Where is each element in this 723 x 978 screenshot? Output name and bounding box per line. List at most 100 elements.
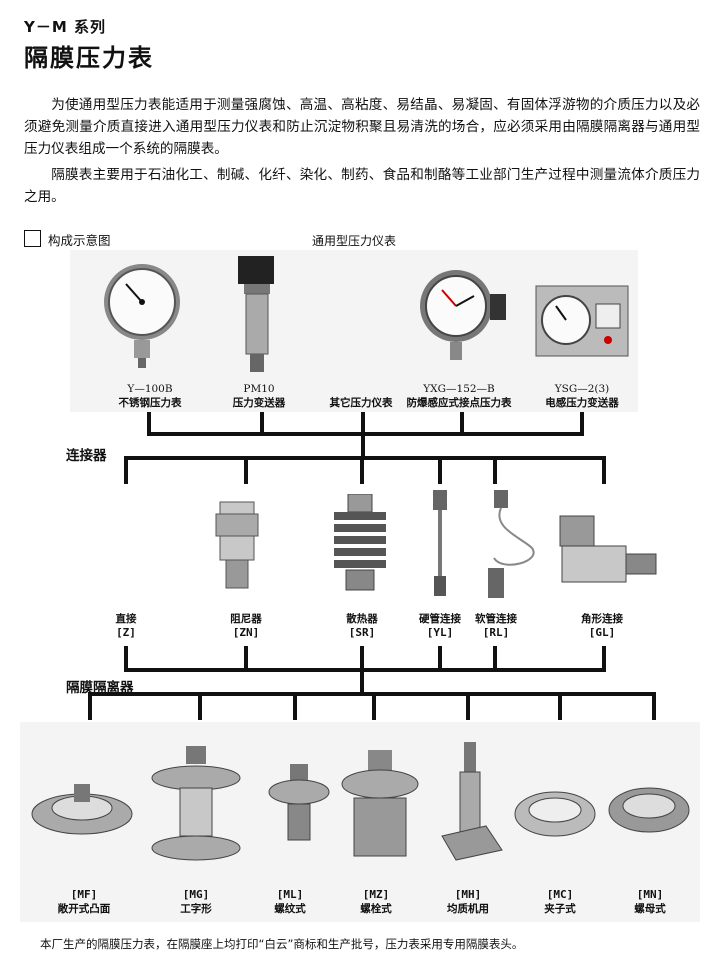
connector-line	[580, 412, 584, 434]
connector-line	[260, 412, 264, 434]
isolator-caption-5: [MH] 均质机用	[447, 888, 489, 916]
homogenizer-isolator-icon	[441, 742, 503, 861]
isolator-code-2: [MG]	[182, 888, 210, 901]
gauge-name-5: 电感压力变送器	[545, 397, 619, 409]
isolator-caption-2: [MG] 工字形	[180, 888, 212, 916]
gauge-model-2: PM10	[243, 383, 275, 395]
connector-line	[602, 646, 606, 670]
inductive-transmitter-icon	[535, 285, 629, 357]
connector-line	[466, 692, 470, 720]
damper-icon	[215, 501, 259, 589]
connector-line	[372, 692, 376, 720]
connector-line	[147, 412, 151, 434]
isolator-caption-4: [MZ]螺栓式	[360, 888, 392, 916]
connector-code-6: [GL]	[588, 626, 616, 639]
isolator-name-3: 螺纹式	[274, 903, 306, 915]
connector-line	[88, 692, 92, 720]
open-flange-isolator-icon	[31, 784, 133, 835]
isolator-name-2: 工字形	[180, 903, 212, 915]
gauges-bus-line	[147, 432, 584, 436]
clamp-isolator-icon	[514, 791, 596, 837]
connector-code-5: [RL]	[482, 626, 510, 639]
gauge-caption-2: PM10 压力变送器	[233, 382, 286, 410]
connector-name-5: 软管连接	[475, 613, 517, 625]
flexible-hose-icon	[488, 490, 535, 598]
gauges-header: 通用型压力仪表	[312, 234, 397, 248]
gauge-caption-5: YSG—2(3) 电感压力变送器	[545, 382, 619, 410]
pressure-transmitter-icon	[238, 256, 274, 372]
connector-caption-3: 散热器[SR]	[346, 612, 378, 640]
gauge-name-1: 不锈钢压力表	[118, 397, 182, 409]
connector-line	[361, 412, 365, 434]
stainless-gauge-icon	[104, 264, 180, 368]
connector-line	[438, 456, 442, 484]
connector-caption-4: 硬管连接[YL]	[419, 612, 461, 640]
connector-line	[438, 646, 442, 670]
isolator-name-6: 夹子式	[544, 903, 576, 915]
series-label: Y－M 系列	[24, 18, 107, 36]
gauge-caption-1: Y—100B 不锈钢压力表	[119, 382, 182, 410]
connector-line	[652, 692, 656, 720]
gauge-name-4: 防爆感应式接点压力表	[406, 397, 512, 409]
connector-line	[602, 456, 606, 484]
gauge-model-5: YSG—2(3)	[554, 383, 610, 395]
gauge-name-2: 压力变送器	[232, 397, 286, 409]
connector-line	[360, 646, 364, 670]
isolator-code-6: [MC]	[546, 888, 574, 901]
connector-caption-5: 软管连接[RL]	[475, 612, 517, 640]
intro-paragraph-1: 为使通用型压力表能适用于测量强腐蚀、高温、高粘度、易结晶、易凝固、有固体浮游物的…	[24, 97, 700, 157]
isolator-code-7: [MN]	[636, 888, 664, 901]
isolator-code-4: [MZ]	[362, 888, 390, 901]
page-title: 隔膜压力表	[24, 44, 154, 72]
rigid-pipe-icon	[433, 490, 447, 596]
explosion-proof-contact-gauge-icon	[420, 270, 506, 360]
isolator-name-7: 螺母式	[634, 903, 666, 915]
connector-code-4: [YL]	[426, 626, 454, 639]
connector-line	[360, 668, 364, 694]
isolator-name-1: 敞开式凸面	[57, 903, 111, 915]
gauge-model-1: Y—100B	[127, 383, 173, 395]
connector-line	[124, 456, 128, 484]
connector-caption-6: 角形连接[GL]	[581, 612, 623, 640]
nut-isolator-icon	[608, 787, 690, 833]
gauge-caption-4: YXG—152—B 防爆感应式接点压力表	[407, 382, 512, 410]
connector-line	[293, 692, 297, 720]
isolator-name-5: 均质机用	[447, 903, 489, 915]
connector-line	[198, 692, 202, 720]
gauge-name-3: 其它压力仪表	[329, 397, 393, 409]
isolator-caption-6: [MC] 夹子式	[544, 888, 576, 916]
connector-code-1: [Z]	[116, 626, 136, 639]
threaded-isolator-icon	[268, 764, 330, 841]
intro-paragraph-2: 隔膜表主要用于石油化工、制碱、化纤、染化、制药、食品和制酪等工业部门生产过程中测…	[24, 167, 700, 205]
connector-line	[361, 432, 365, 458]
isolator-caption-3: [ML] 螺纹式	[274, 888, 306, 916]
connector-line	[493, 456, 497, 484]
isolator-code-1: [MF]	[70, 888, 98, 901]
connector-line	[244, 456, 248, 484]
connector-name-3: 散热器	[346, 613, 378, 625]
connector-code-2: [ZN]	[232, 626, 260, 639]
bolt-isolator-icon	[341, 750, 419, 857]
isolator-caption-7: [MN] 螺母式	[634, 888, 666, 916]
connector-line	[493, 646, 497, 670]
legend-label: 构成示意图	[48, 233, 111, 248]
isolator-code-3: [ML]	[276, 888, 304, 901]
connector-name-6: 角形连接	[581, 613, 623, 625]
connector-name-1: 直接	[115, 613, 137, 625]
connector-line	[360, 456, 364, 484]
connector-name-2: 阻尼器	[230, 613, 262, 625]
connector-line	[124, 646, 128, 670]
isolator-code-5: [MH]	[454, 888, 482, 901]
footnote: 本厂生产的隔膜压力表，在隔膜座上均打印“白云”商标和生产批号，压力表采用专用隔膜…	[40, 937, 524, 951]
connector-caption-2: 阻尼器[ZN]	[230, 612, 262, 640]
connector-line	[558, 692, 562, 720]
connector-code-3: [SR]	[348, 626, 376, 639]
angle-connector-icon	[559, 515, 657, 583]
gauge-model-4: YXG—152—B	[423, 383, 495, 395]
radiator-icon	[334, 494, 386, 591]
i-shape-isolator-icon	[151, 746, 241, 861]
connector-name-4: 硬管连接	[419, 613, 461, 625]
legend-box-icon	[24, 230, 41, 247]
gauge-caption-3: 其它压力仪表	[330, 396, 393, 410]
connector-caption-1: 直接[Z]	[116, 612, 137, 640]
